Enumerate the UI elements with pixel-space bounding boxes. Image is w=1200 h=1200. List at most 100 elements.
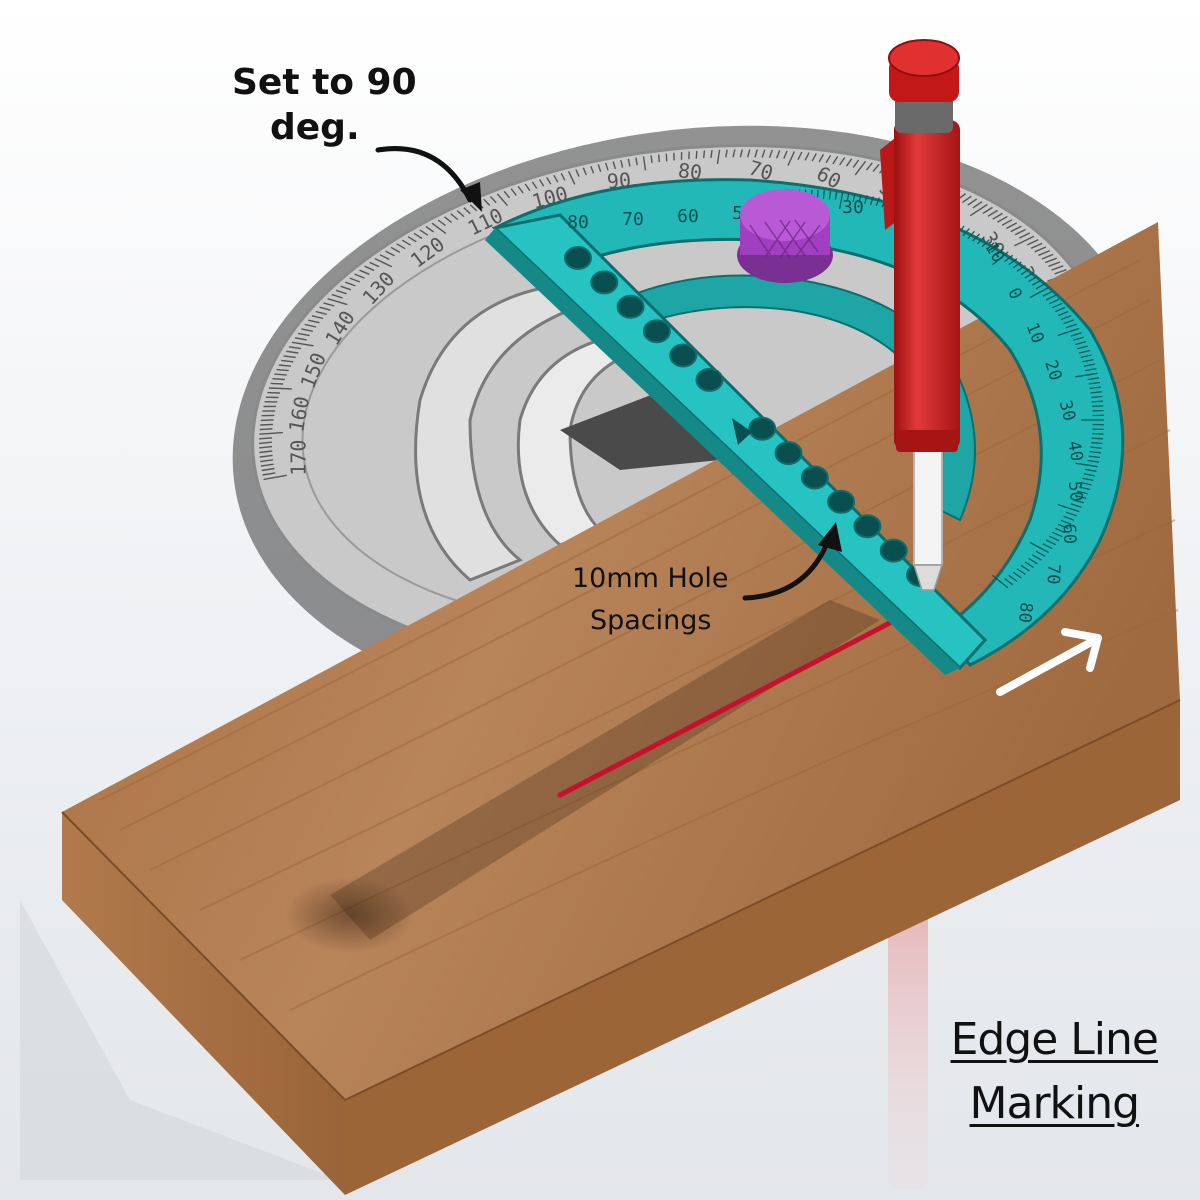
scale-tick xyxy=(1008,574,1018,582)
scale-tick xyxy=(567,171,576,185)
set-angle-line2: deg. xyxy=(270,107,360,148)
scale-tick xyxy=(695,150,698,159)
spacing-hole[interactable] xyxy=(669,343,698,368)
locking-knob[interactable] xyxy=(737,189,833,283)
pencil-reflection xyxy=(888,905,928,1190)
scale-tick xyxy=(311,315,324,320)
scale-tick xyxy=(262,472,276,476)
scale-tick xyxy=(1089,386,1101,390)
scale-tick xyxy=(359,269,370,275)
mechanical-pencil[interactable] xyxy=(880,39,960,591)
scale-tick xyxy=(546,176,552,185)
scale-tick xyxy=(754,149,758,158)
scale-tick xyxy=(1057,503,1080,513)
spacing-hole[interactable] xyxy=(879,538,908,563)
scale-tick xyxy=(1020,268,1030,276)
cyan-right-scale-label: 50 xyxy=(1064,480,1086,502)
scale-tick xyxy=(575,169,580,177)
scale-tick xyxy=(1028,275,1038,283)
scale-tick xyxy=(1012,261,1022,269)
spacing-hole[interactable] xyxy=(590,270,619,295)
floor-reflection xyxy=(20,900,340,1180)
pencil-shadow-tip xyxy=(285,877,415,953)
scale-tick xyxy=(1016,568,1026,576)
cyan-right-scale-label: 60 xyxy=(1059,523,1080,544)
spacing-hole[interactable] xyxy=(616,294,645,319)
scale-tick xyxy=(1091,400,1104,403)
scale-tick xyxy=(838,191,844,210)
scale-tick xyxy=(510,188,517,196)
scale-tick xyxy=(703,150,706,159)
scale-tick xyxy=(301,328,314,332)
cyan-right-scale-label: 40 xyxy=(1063,439,1086,463)
scale-tick xyxy=(1074,494,1087,500)
scale-tick xyxy=(278,364,292,367)
scale-tick xyxy=(260,459,274,463)
scale-tick xyxy=(1083,473,1096,477)
scale-tick xyxy=(1083,363,1096,367)
scale-tick xyxy=(839,157,846,166)
scale-tick xyxy=(1088,455,1101,459)
scale-tick xyxy=(825,154,832,164)
scale-tick xyxy=(272,378,285,381)
spacing-hole[interactable] xyxy=(800,465,829,490)
scale-tick xyxy=(489,196,497,204)
scale-tick xyxy=(1076,345,1089,350)
scale-tick xyxy=(725,149,728,158)
scale-tick xyxy=(811,153,817,162)
scale-tick xyxy=(635,157,638,166)
spacing-hole[interactable] xyxy=(564,246,592,270)
scale-tick xyxy=(1035,550,1046,557)
scale-tick xyxy=(344,281,356,287)
scale-tick xyxy=(1055,306,1066,313)
scale-tick xyxy=(524,183,531,192)
scale-tick xyxy=(1041,253,1054,260)
scale-tick xyxy=(396,243,406,250)
scale-tick xyxy=(469,204,478,212)
scale-tick xyxy=(828,190,832,200)
scale-tick xyxy=(270,382,284,385)
scale-tick xyxy=(1030,242,1043,249)
spacing-hole[interactable] xyxy=(853,514,882,539)
scale-tick xyxy=(739,149,743,158)
scale-tick xyxy=(444,216,453,224)
scale-tick xyxy=(315,310,327,315)
scale-tick xyxy=(967,230,975,239)
scale-tick xyxy=(732,149,736,158)
scale-tick xyxy=(1031,279,1042,286)
scale-tick xyxy=(1057,327,1080,337)
scale-tick xyxy=(1045,294,1056,301)
scale-tick xyxy=(1031,554,1042,561)
spacing-hole[interactable] xyxy=(774,441,803,466)
scale-tick xyxy=(304,323,317,328)
scale-tick xyxy=(1051,265,1064,271)
scale-tick xyxy=(1070,503,1082,508)
scale-tick xyxy=(1055,527,1066,534)
scale-tick xyxy=(1052,302,1063,309)
scale-tick xyxy=(1054,269,1067,275)
spacing-hole[interactable] xyxy=(827,489,856,514)
scale-tick xyxy=(797,151,803,161)
scale-tick xyxy=(1024,561,1034,568)
scale-tick xyxy=(1020,564,1030,572)
scale-tick xyxy=(992,212,1003,220)
scale-tick xyxy=(259,428,273,431)
cyan-inner-scale-label: 80 xyxy=(567,212,589,233)
cyan-right-scale-label: 30 xyxy=(1055,398,1079,423)
scale-tick xyxy=(1082,477,1094,482)
direction-arrow-icon xyxy=(996,628,1102,696)
scale-tick xyxy=(650,155,653,164)
cyan-inner-scale-label: 60 xyxy=(677,206,699,227)
spacing-hole[interactable] xyxy=(642,319,671,344)
scale-tick xyxy=(875,197,880,207)
scale-tick xyxy=(967,198,978,206)
scale-tick xyxy=(1089,450,1101,454)
scale-tick xyxy=(297,332,310,337)
spacing-hole[interactable] xyxy=(695,367,724,392)
set-angle-line1: Set to 90 xyxy=(232,62,417,103)
scale-tick xyxy=(822,190,825,200)
scale-tick xyxy=(1063,319,1075,325)
spacing-hole[interactable] xyxy=(748,416,777,441)
